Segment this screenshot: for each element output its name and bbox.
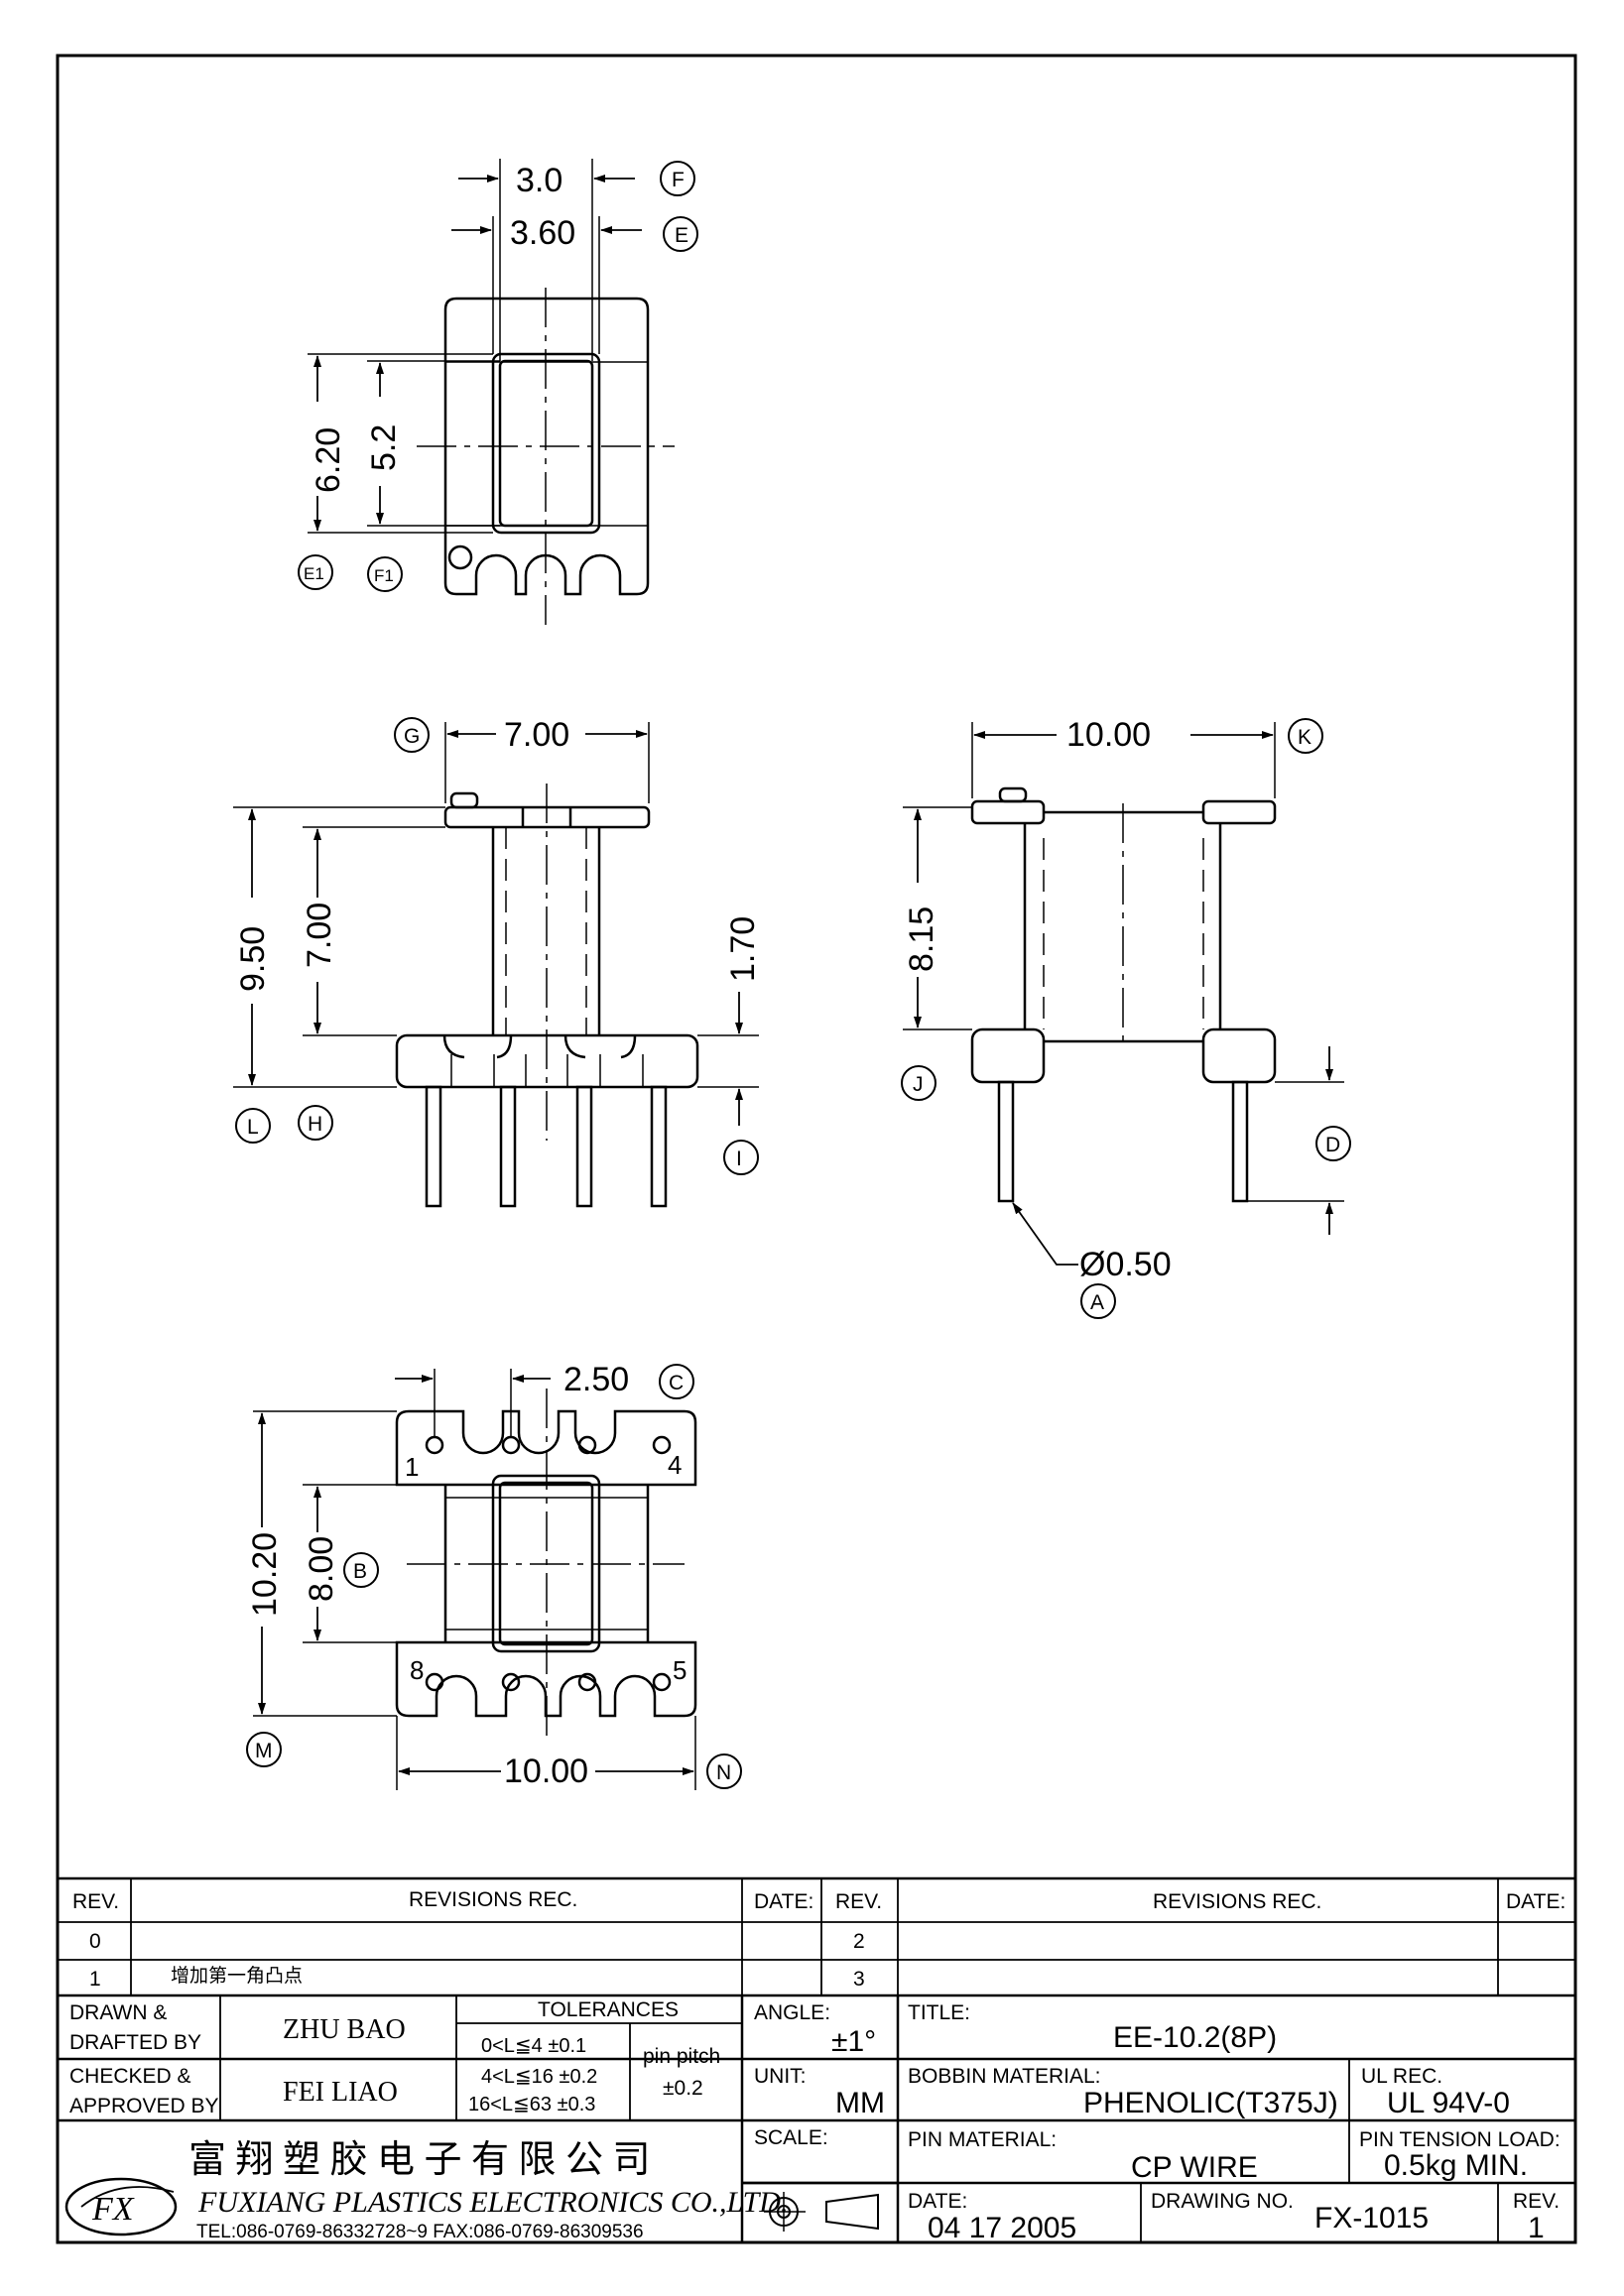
rev-label: REV. <box>1513 2190 1560 2213</box>
drawn-by-value: ZHU BAO <box>283 2014 406 2045</box>
dim-side-height: 8.15 <box>903 906 940 972</box>
bobbin-material-label: BOBBIN MATERIAL: <box>908 2065 1101 2088</box>
date-header-left: DATE: <box>754 1890 813 1913</box>
tolerances-label: TOLERANCES <box>538 1998 679 2021</box>
dim-front-total-height: 9.50 <box>234 926 272 992</box>
title-label: TITLE: <box>908 2001 970 2024</box>
balloon-e: E <box>675 224 688 247</box>
scale-label: SCALE: <box>754 2126 828 2149</box>
date-value: 04 17 2005 <box>928 2212 1076 2244</box>
pin-label-4: 4 <box>668 1450 682 1480</box>
dim-front-base-thickness: 1.70 <box>724 916 762 982</box>
drawing-no-value: FX-1015 <box>1314 2202 1429 2235</box>
dim-top-width-outer: 3.60 <box>510 214 575 252</box>
tolerance-row-2: 4<L≦16 ±0.2 <box>481 2066 597 2088</box>
dim-front-body-height: 7.00 <box>301 903 338 968</box>
rev-value: 1 <box>1528 2212 1545 2244</box>
balloon-a: A <box>1090 1291 1104 1314</box>
balloon-m: M <box>255 1740 273 1762</box>
dim-bottom-pin-pitch: 2.50 <box>563 1361 629 1398</box>
drawn-label-1: DRAWN & <box>69 2001 167 2024</box>
dim-bottom-inner-height: 8.00 <box>303 1536 340 1602</box>
pin-label-8: 8 <box>410 1655 424 1685</box>
date-label: DATE: <box>908 2190 967 2213</box>
date-header-right: DATE: <box>1506 1890 1565 1913</box>
company-name-cn: 富 翔 塑 胶 电 子 有 限 公 司 <box>188 2139 651 2181</box>
rev-header-right: REV. <box>835 1890 882 1913</box>
front-view <box>233 717 759 1208</box>
balloon-b: B <box>353 1560 367 1583</box>
balloon-i: I <box>736 1148 742 1170</box>
dim-front-flange-width: 7.00 <box>504 716 569 754</box>
rev-row-1: 1 <box>89 1968 101 1991</box>
pin-tension-value: 0.5kg MIN. <box>1384 2149 1528 2182</box>
pin-label-5: 5 <box>673 1655 687 1685</box>
rev-row-0: 0 <box>89 1930 101 1953</box>
angle-value: ±1° <box>831 2025 876 2058</box>
bobbin-material-value: PHENOLIC(T375J) <box>1083 2087 1338 2119</box>
dim-top-width-inner: 3.0 <box>516 162 562 199</box>
tolerance-row-3: 16<L≦63 ±0.3 <box>468 2094 595 2115</box>
rec-header-right: REVISIONS REC. <box>1153 1890 1321 1913</box>
balloon-n: N <box>716 1761 731 1784</box>
balloon-e1: E1 <box>304 564 324 583</box>
pin-label-1: 1 <box>405 1452 419 1482</box>
pin-material-label: PIN MATERIAL: <box>908 2128 1057 2151</box>
balloon-k: K <box>1298 726 1312 749</box>
top-view <box>298 159 698 625</box>
dim-top-height-outer: 6.20 <box>310 427 347 493</box>
pin-pitch-value: ±0.2 <box>663 2077 703 2100</box>
balloon-f: F <box>672 169 685 191</box>
dim-bottom-width: 10.00 <box>504 1752 588 1790</box>
dim-bottom-outer-height: 10.20 <box>246 1532 284 1617</box>
ul-rec-label: UL REC. <box>1361 2065 1442 2088</box>
balloon-h: H <box>308 1113 322 1136</box>
checked-label-2: APPROVED BY <box>69 2095 219 2117</box>
title-block <box>58 1995 1575 2242</box>
company-logo: FX <box>91 2191 135 2228</box>
balloon-l: L <box>247 1116 259 1139</box>
tolerance-row-1: 0<L≦4 ±0.1 <box>481 2035 586 2057</box>
rev-row-1-rec: 增加第一角凸点 <box>171 1965 303 1987</box>
company-name-en: FUXIANG PLASTICS ELECTRONICS CO.,LTD. <box>197 2186 788 2219</box>
pin-tension-label: PIN TENSION LOAD: <box>1359 2128 1561 2151</box>
balloon-f1: F1 <box>374 566 394 585</box>
rev-row-2: 2 <box>853 1930 865 1953</box>
balloon-g: G <box>404 725 420 748</box>
drawn-label-2: DRAFTED BY <box>69 2031 201 2054</box>
angle-label: ANGLE: <box>754 2001 830 2024</box>
dim-side-width: 10.00 <box>1066 716 1151 754</box>
sheet-border <box>56 54 1577 2244</box>
revisions-table <box>58 1876 1575 1997</box>
balloon-c: C <box>669 1372 684 1394</box>
checked-by-value: FEI LIAO <box>283 2077 398 2108</box>
company-contact: TEL:086-0769-86332728~9 FAX:086-0769-863… <box>196 2222 644 2242</box>
rev-header-left: REV. <box>72 1890 119 1913</box>
unit-label: UNIT: <box>754 2065 807 2088</box>
balloon-d: D <box>1325 1134 1340 1156</box>
dim-top-height-inner: 5.2 <box>365 424 403 471</box>
pin-material-value: CP WIRE <box>1131 2151 1258 2184</box>
bottom-view <box>246 1364 742 1790</box>
side-view <box>901 718 1351 1319</box>
checked-label-1: CHECKED & <box>69 2065 191 2088</box>
drawing-no-label: DRAWING NO. <box>1151 2190 1294 2213</box>
title-value: EE-10.2(8P) <box>1113 2021 1277 2054</box>
rev-row-3: 3 <box>853 1968 865 1991</box>
balloon-j: J <box>913 1073 924 1096</box>
rec-header-left: REVISIONS REC. <box>409 1888 577 1911</box>
unit-value: MM <box>835 2087 885 2119</box>
dim-pin-diameter: Ø0.50 <box>1079 1246 1172 1283</box>
pin-pitch-label: pin pitch <box>643 2045 720 2068</box>
ul-rec-value: UL 94V-0 <box>1387 2087 1510 2119</box>
